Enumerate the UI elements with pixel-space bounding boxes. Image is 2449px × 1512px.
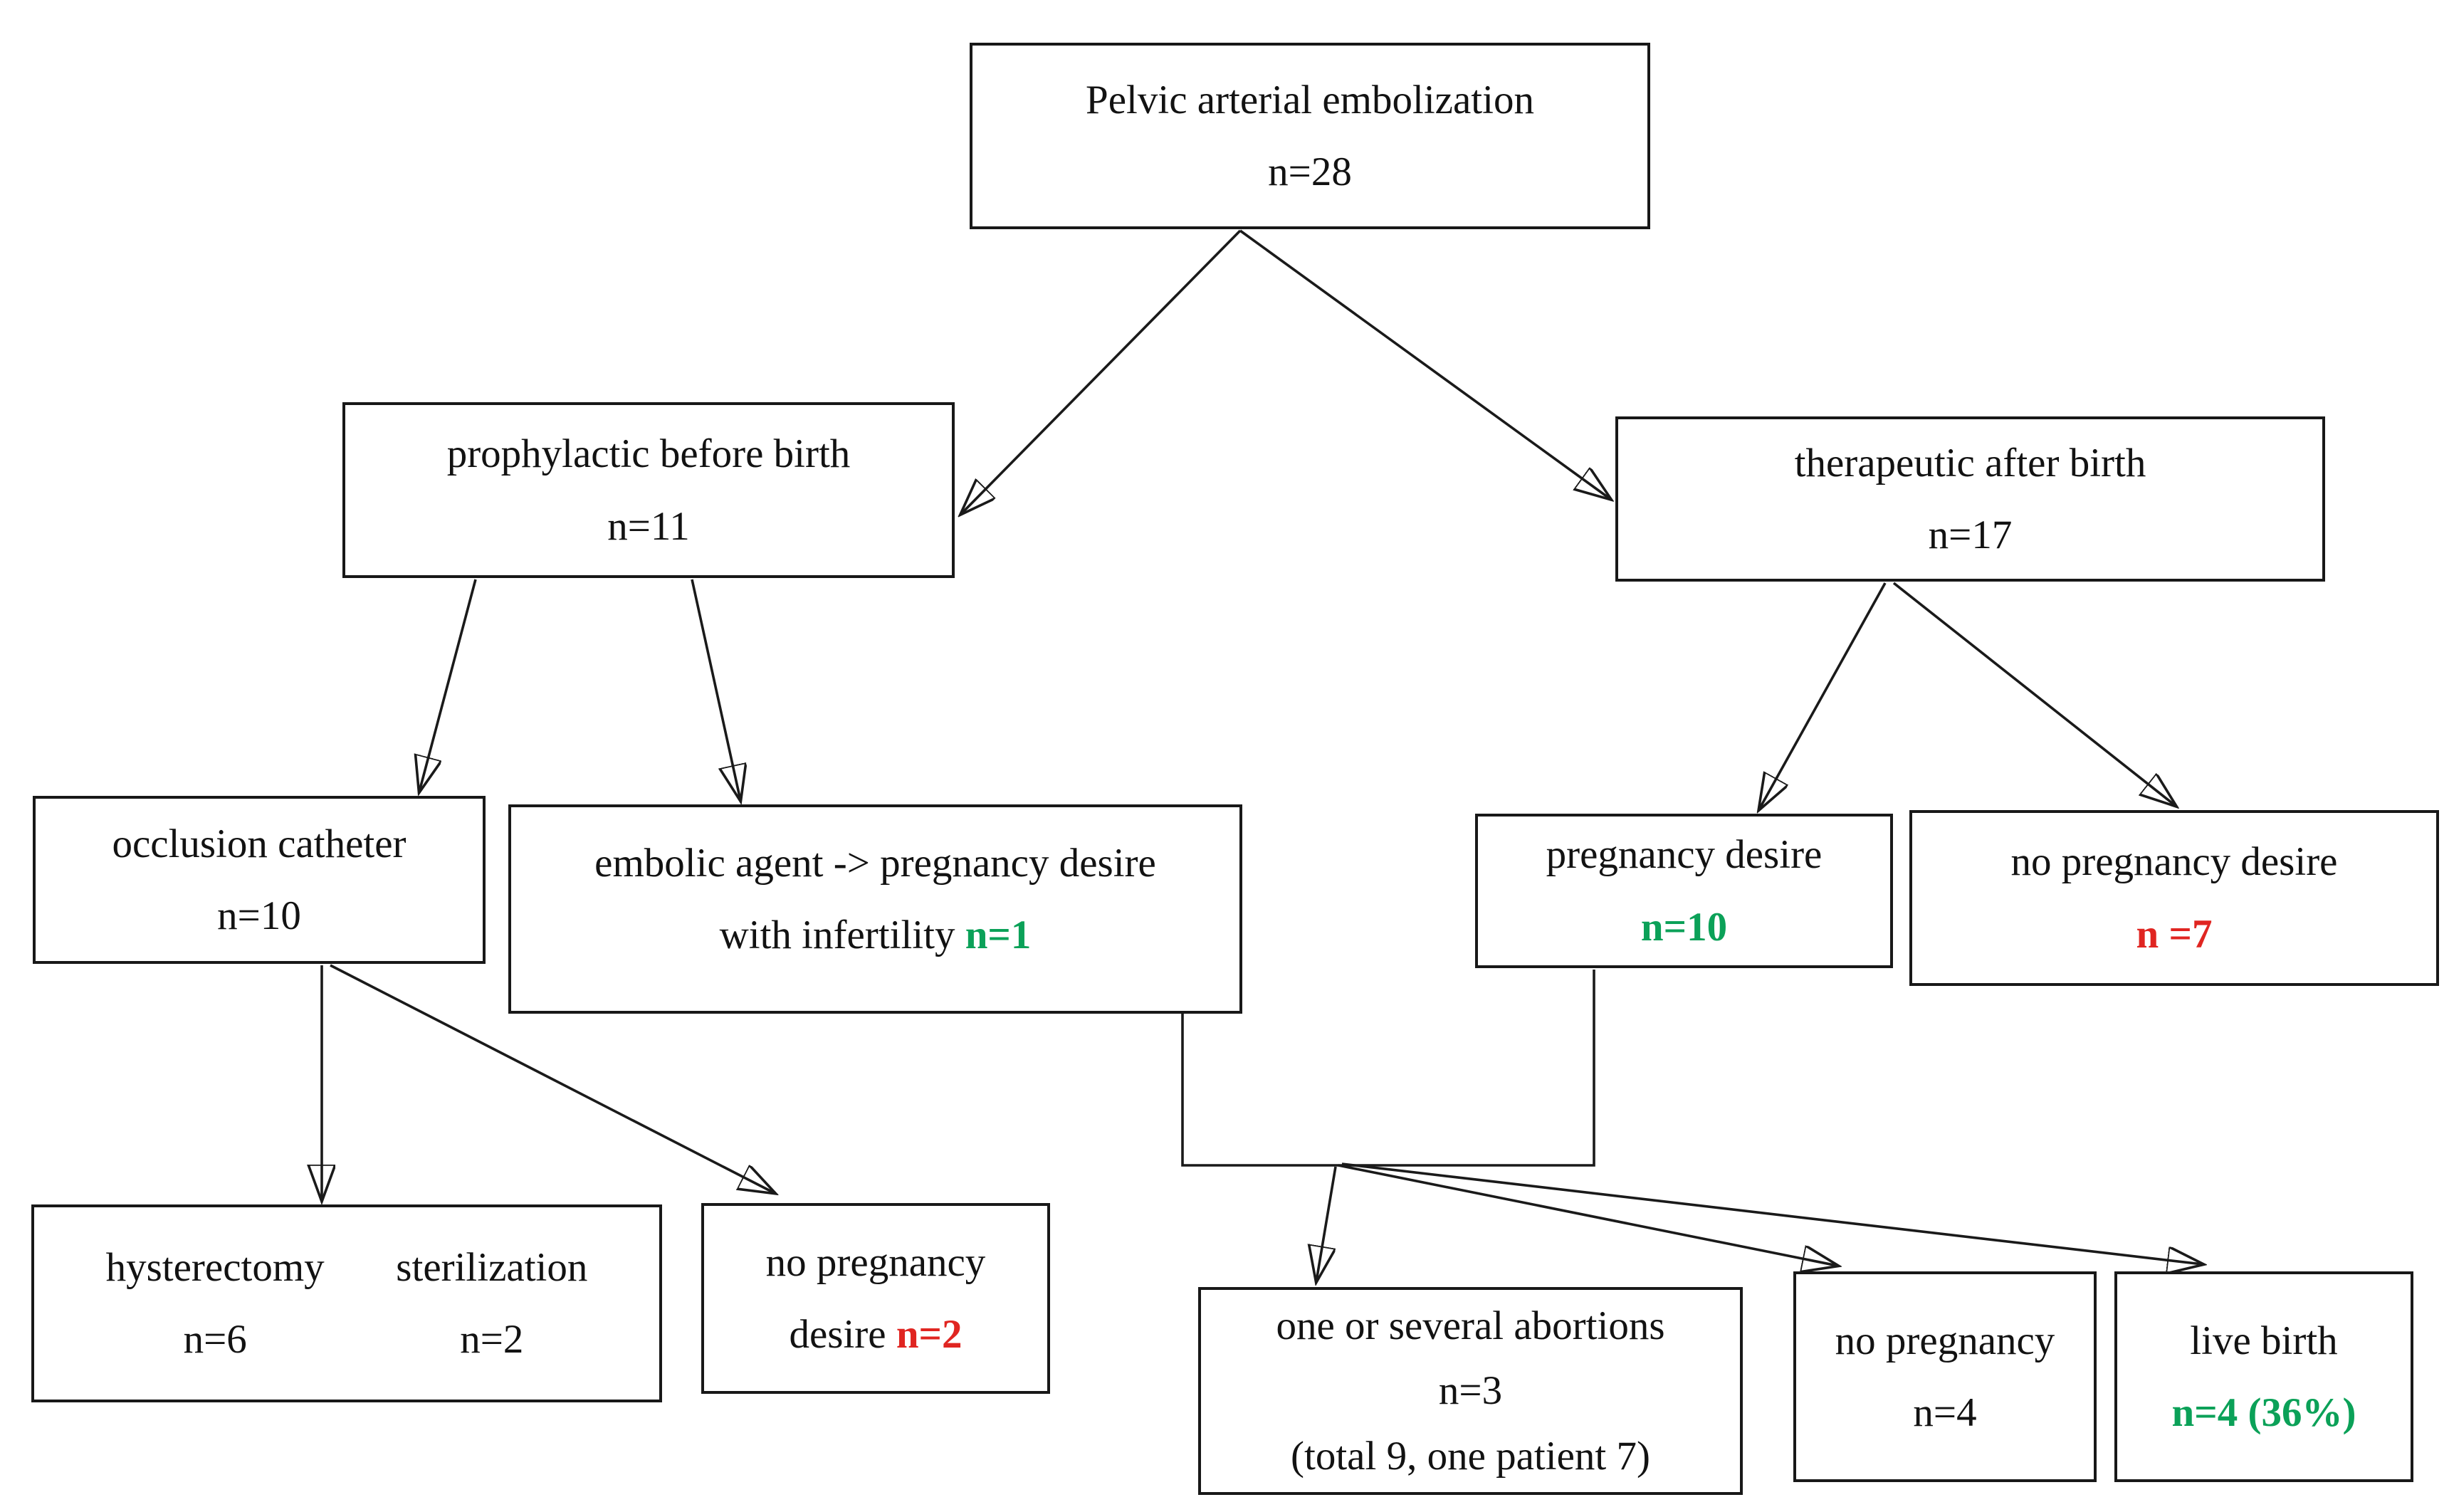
- node-live-birth: live birth n=4 (36%): [2114, 1271, 2413, 1482]
- edge-pooled-to-live-birth: [1341, 1162, 2203, 1264]
- node-count: n=2: [896, 1312, 963, 1357]
- node-label: Pelvic arterial embolization: [1086, 77, 1534, 122]
- node-one-or-several-abortions: one or several abortions n=3 (total 9, o…: [1198, 1287, 1743, 1495]
- edge-therapeutic-to-no-pregnancy-desire: [1892, 582, 2176, 806]
- edge-prophylactic-to-occlusion-catheter: [419, 579, 477, 792]
- node-pelvic-arterial-embolization: Pelvic arterial embolization n=28: [970, 43, 1650, 229]
- column-sterilization: sterilization n=2: [396, 1232, 587, 1376]
- node-label-text: desire: [789, 1312, 896, 1357]
- node-hysterectomy-sterilization: hysterectomy n=6 sterilization n=2: [31, 1204, 662, 1402]
- edge-root-to-prophylactic: [961, 229, 1242, 514]
- node-count: n=10: [217, 893, 301, 938]
- node-no-pregnancy: no pregnancy n=4: [1793, 1271, 2097, 1482]
- node-count: n =7: [2136, 911, 2213, 957]
- edge-therapeutic-to-pregnancy-desire: [1759, 582, 1887, 809]
- node-count: n=4: [1913, 1390, 1977, 1435]
- node-no-pregnancy-desire-2: no pregnancy desire n=2: [701, 1203, 1050, 1394]
- node-occlusion-catheter: occlusion catheter n=10: [33, 796, 486, 964]
- node-count: n=6: [183, 1317, 247, 1362]
- node-count: n=11: [607, 503, 690, 549]
- node-count: n=1: [965, 913, 1032, 958]
- node-note: (total 9, one patient 7): [1291, 1433, 1650, 1479]
- node-label-line2: desire n=2: [789, 1298, 962, 1370]
- node-label: occlusion catheter: [112, 821, 407, 866]
- column-hysterectomy: hysterectomy n=6: [106, 1232, 325, 1376]
- node-therapeutic-after-birth: therapeutic after birth n=17: [1615, 416, 2325, 582]
- node-label: live birth: [2190, 1318, 2338, 1363]
- node-label-line2: with infertility n=1: [720, 899, 1032, 971]
- node-label: one or several abortions: [1276, 1303, 1665, 1349]
- node-label: no pregnancy: [1835, 1318, 2055, 1363]
- node-count: n=2: [460, 1317, 524, 1362]
- edge-root-to-therapeutic: [1239, 229, 1610, 499]
- edge-prophylactic-to-embolic-agent: [691, 579, 740, 800]
- node-label: pregnancy desire: [1546, 832, 1823, 878]
- node-no-pregnancy-desire: no pregnancy desire n =7: [1909, 810, 2439, 986]
- node-embolic-agent-pregnancy-desire: embolic agent -> pregnancy desire with i…: [508, 804, 1242, 1014]
- node-label: no pregnancy desire: [2010, 839, 2338, 885]
- edge-pooled-to-abortions: [1316, 1166, 1337, 1281]
- node-label: no pregnancy: [765, 1239, 986, 1285]
- node-label: therapeutic after birth: [1794, 440, 2146, 485]
- node-count: n=17: [1928, 513, 2013, 557]
- node-label-text: with infertility: [719, 913, 965, 958]
- node-label: embolic agent -> pregnancy desire: [594, 841, 1156, 886]
- edge-pooled-to-no-pregnancy: [1338, 1164, 1837, 1266]
- connector-pooled-pregnancy-desire: [1181, 970, 1595, 1167]
- node-count: n=4 (36%): [2171, 1390, 2356, 1435]
- node-label: sterilization: [396, 1244, 588, 1290]
- node-count: n=3: [1438, 1368, 1503, 1414]
- node-columns: hysterectomy n=6 sterilization n=2: [34, 1232, 659, 1376]
- node-pregnancy-desire: pregnancy desire n=10: [1475, 814, 1893, 968]
- node-label: hysterectomy: [105, 1244, 325, 1290]
- node-count: n=10: [1640, 904, 1728, 950]
- node-prophylactic-before-birth: prophylactic before birth n=11: [342, 402, 955, 578]
- node-count: n=28: [1268, 149, 1352, 194]
- edge-occlusion-to-no-pregnancy-desire-2: [330, 964, 775, 1193]
- node-label: prophylactic before birth: [446, 431, 851, 477]
